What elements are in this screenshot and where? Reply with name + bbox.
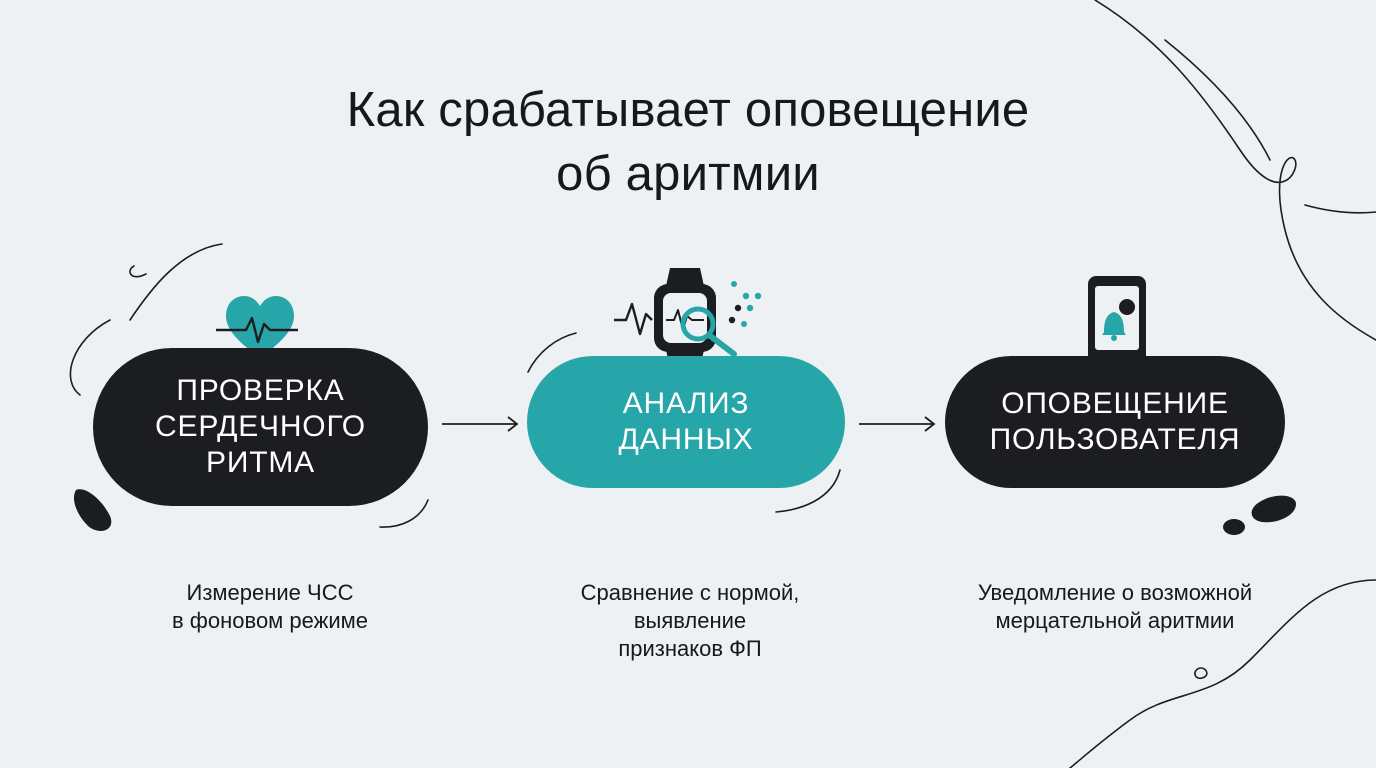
step-3-description: Уведомление о возможной мерцательной ари… xyxy=(977,580,1253,633)
smartphone-bell-icon xyxy=(1088,276,1146,366)
page-title: Как срабатывает оповещение об аритмии xyxy=(346,83,1030,201)
step-1-description: Измерение ЧСС в фоновом режиме xyxy=(171,580,369,633)
arrow-right-icon xyxy=(859,416,936,432)
step-user-notification: ОПОВЕЩЕНИЕ ПОЛЬЗОВАТЕЛЯ xyxy=(945,356,1285,488)
heart-pulse-icon xyxy=(216,296,298,358)
arrow-right-icon xyxy=(442,416,519,432)
step-heart-rate-check: ПРОВЕРКА СЕРДЕЧНОГО РИТМА xyxy=(93,348,428,506)
step-data-analysis: АНАЛИЗ ДАННЫХ xyxy=(527,356,845,488)
smartwatch-magnifier-icon xyxy=(614,268,762,368)
step-2-description: Сравнение с нормой, выявление признаков … xyxy=(580,580,800,661)
